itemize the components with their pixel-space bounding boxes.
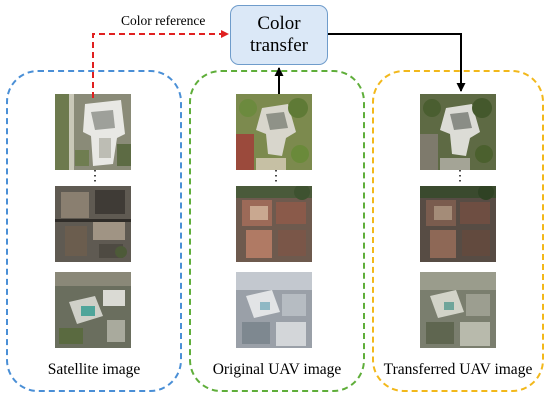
transferred-uav-image-1 bbox=[420, 94, 496, 170]
original-uav-caption: Original UAV image bbox=[212, 361, 342, 378]
color-transfer-line1: Color bbox=[257, 13, 301, 34]
color-reference-arrow bbox=[92, 30, 229, 98]
color-transfer-box: Color transfer bbox=[230, 5, 328, 65]
satellite-image-1 bbox=[55, 94, 131, 170]
transferred-uav-caption: Transferred UAV image bbox=[383, 361, 533, 378]
satellite-caption: Satellite image bbox=[47, 361, 141, 378]
satellite-image-2 bbox=[55, 186, 131, 262]
color-reference-label: Color reference bbox=[121, 13, 206, 28]
original-uav-image-1 bbox=[236, 94, 312, 170]
transferred-uav-image-2 bbox=[420, 186, 496, 262]
transferred-uav-group-box bbox=[372, 70, 544, 392]
color-transfer-line2: transfer bbox=[249, 35, 309, 56]
transfer-to-output-arrow bbox=[328, 33, 466, 92]
satellite-image-3 bbox=[55, 272, 131, 348]
satellite-group-box bbox=[6, 70, 182, 392]
original-uav-image-3 bbox=[236, 272, 312, 348]
original-uav-image-2 bbox=[236, 186, 312, 262]
transferred-uav-image-3 bbox=[420, 272, 496, 348]
